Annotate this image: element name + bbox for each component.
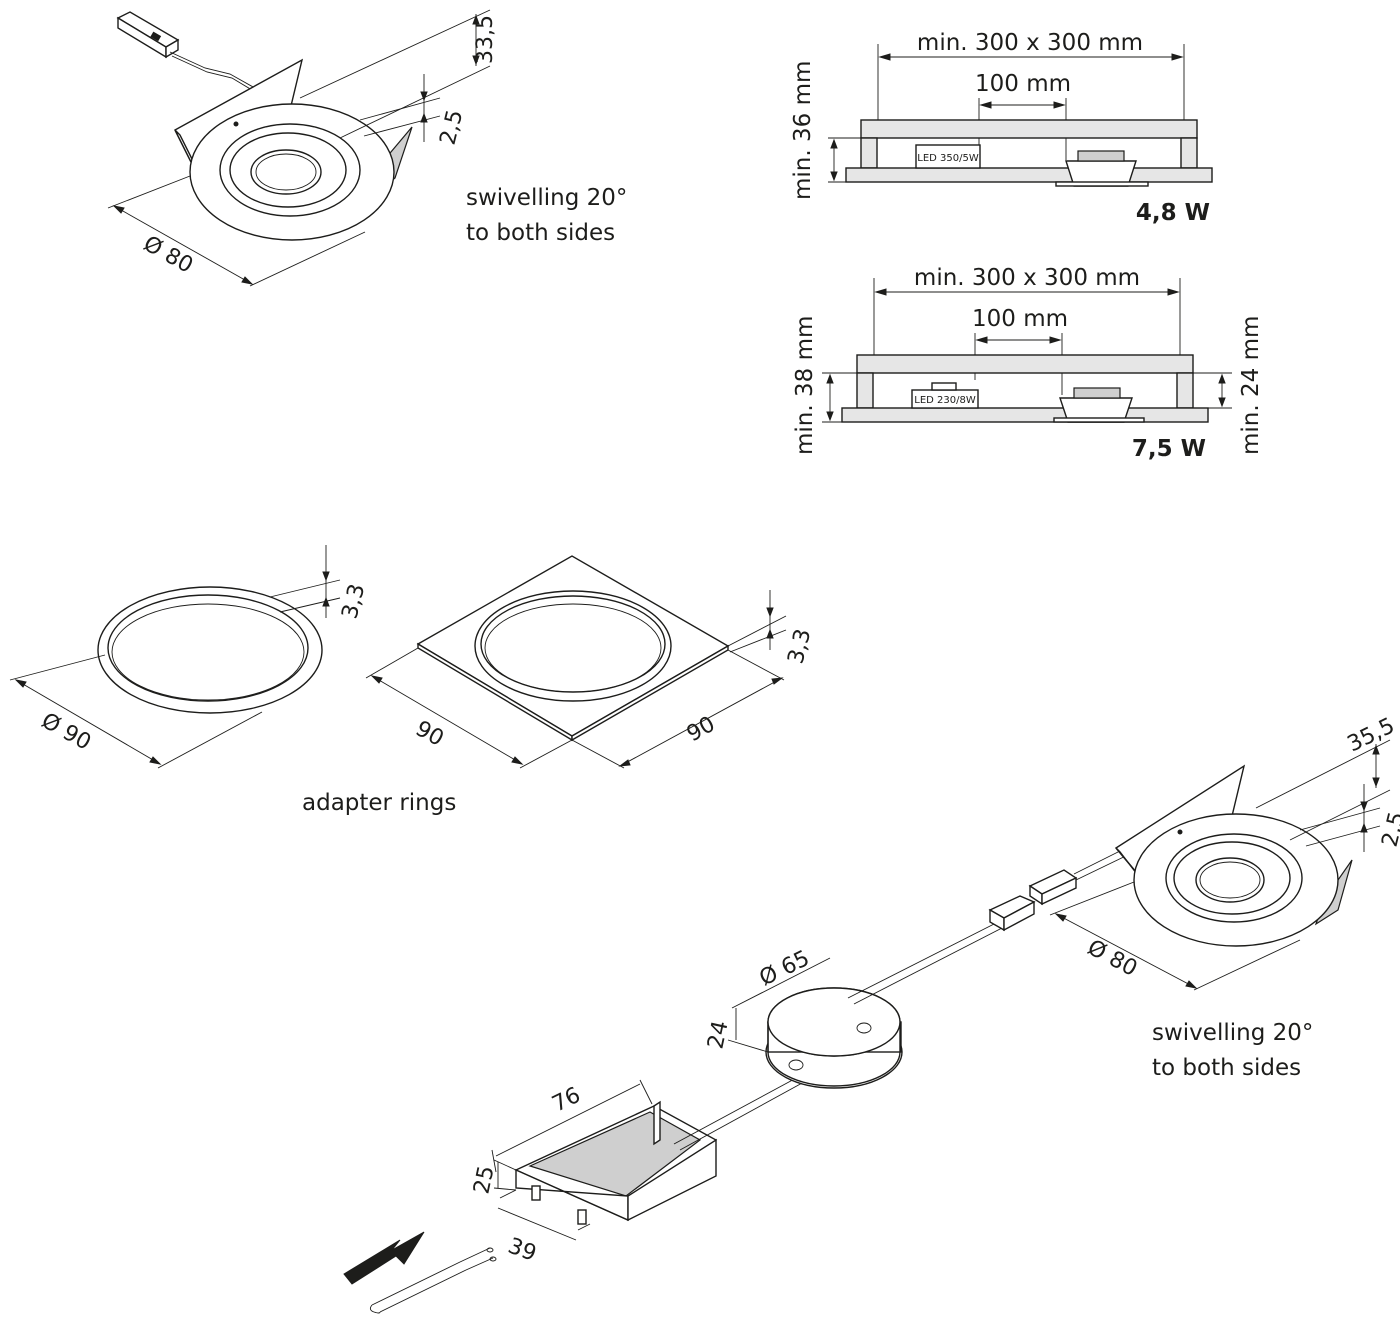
spacing-dimension: 100 mm: [972, 306, 1068, 332]
light-lip-dimension: 2,5: [1378, 809, 1400, 849]
thickness-dimension: 3,3: [338, 581, 371, 621]
adapter-rings-caption: adapter rings: [302, 790, 456, 816]
side-dimension-b: 90: [683, 712, 720, 747]
led-driver: [514, 1075, 805, 1225]
install-area-dimension: min. 300 x 300 mm: [914, 265, 1140, 291]
driver-height-dimension: 25: [469, 1164, 499, 1197]
input-cable: [369, 1247, 497, 1314]
installation-75w: min. 300 x 300 mm 100 mm LED 230/8W min.…: [792, 265, 1264, 462]
power-label: 4,8 W: [1136, 200, 1210, 226]
lip-dimension: 2,5: [436, 107, 469, 147]
assembly: 76 25 39 24 Ø 65: [343, 713, 1400, 1314]
swivel-note-line2: to both sides: [1152, 1055, 1301, 1081]
height-dimension: min. 36 mm: [790, 61, 816, 200]
side-dimension-a: 90: [411, 716, 448, 751]
installation-48w: min. 300 x 300 mm 100 mm LED 350/5W min.…: [790, 30, 1213, 226]
thickness-dimension: 3,3: [784, 626, 817, 666]
plug-connector: [988, 845, 1135, 932]
round-adapter-ring: 3,3 Ø 90: [9, 545, 371, 769]
swivel-note-line1: swivelling 20°: [1152, 1020, 1313, 1046]
driver-label: LED 350/5W: [917, 153, 979, 164]
cable-connector: [116, 11, 263, 97]
diameter-dimension: Ø 80: [139, 231, 197, 278]
driver-label: LED 230/8W: [914, 395, 976, 406]
bottom-spotlight: [1114, 764, 1353, 947]
junction-diameter-dimension: Ø 65: [756, 946, 814, 991]
install-area-dimension: min. 300 x 300 mm: [917, 30, 1143, 56]
power-label: 7,5 W: [1132, 436, 1206, 462]
spacing-dimension: 100 mm: [975, 71, 1071, 97]
driver-length-dimension: 76: [548, 1083, 584, 1118]
feed-direction-arrow: [343, 1231, 425, 1285]
swivel-note-line1: swivelling 20°: [466, 185, 627, 211]
swivel-note-line2: to both sides: [466, 220, 615, 246]
square-adapter-ring: 3,3 90 90: [365, 555, 817, 769]
light-diameter-dimension: Ø 80: [1083, 935, 1141, 982]
driver-width-dimension: 39: [505, 1234, 540, 1267]
light-height-dimension: 35,5: [1344, 713, 1399, 757]
junction-height-dimension: 24: [703, 1019, 733, 1052]
height-dimension: 33,5: [473, 15, 498, 64]
lens: [250, 149, 322, 195]
side-height-dimension: min. 24 mm: [1238, 316, 1264, 455]
diameter-dimension: Ø 90: [37, 708, 95, 755]
top-spotlight: 33,5 2,5 Ø 80 swivelling 20° to both sid…: [107, 9, 627, 287]
junction-box: [765, 921, 1003, 1089]
height-dimension: min. 38 mm: [792, 316, 818, 455]
